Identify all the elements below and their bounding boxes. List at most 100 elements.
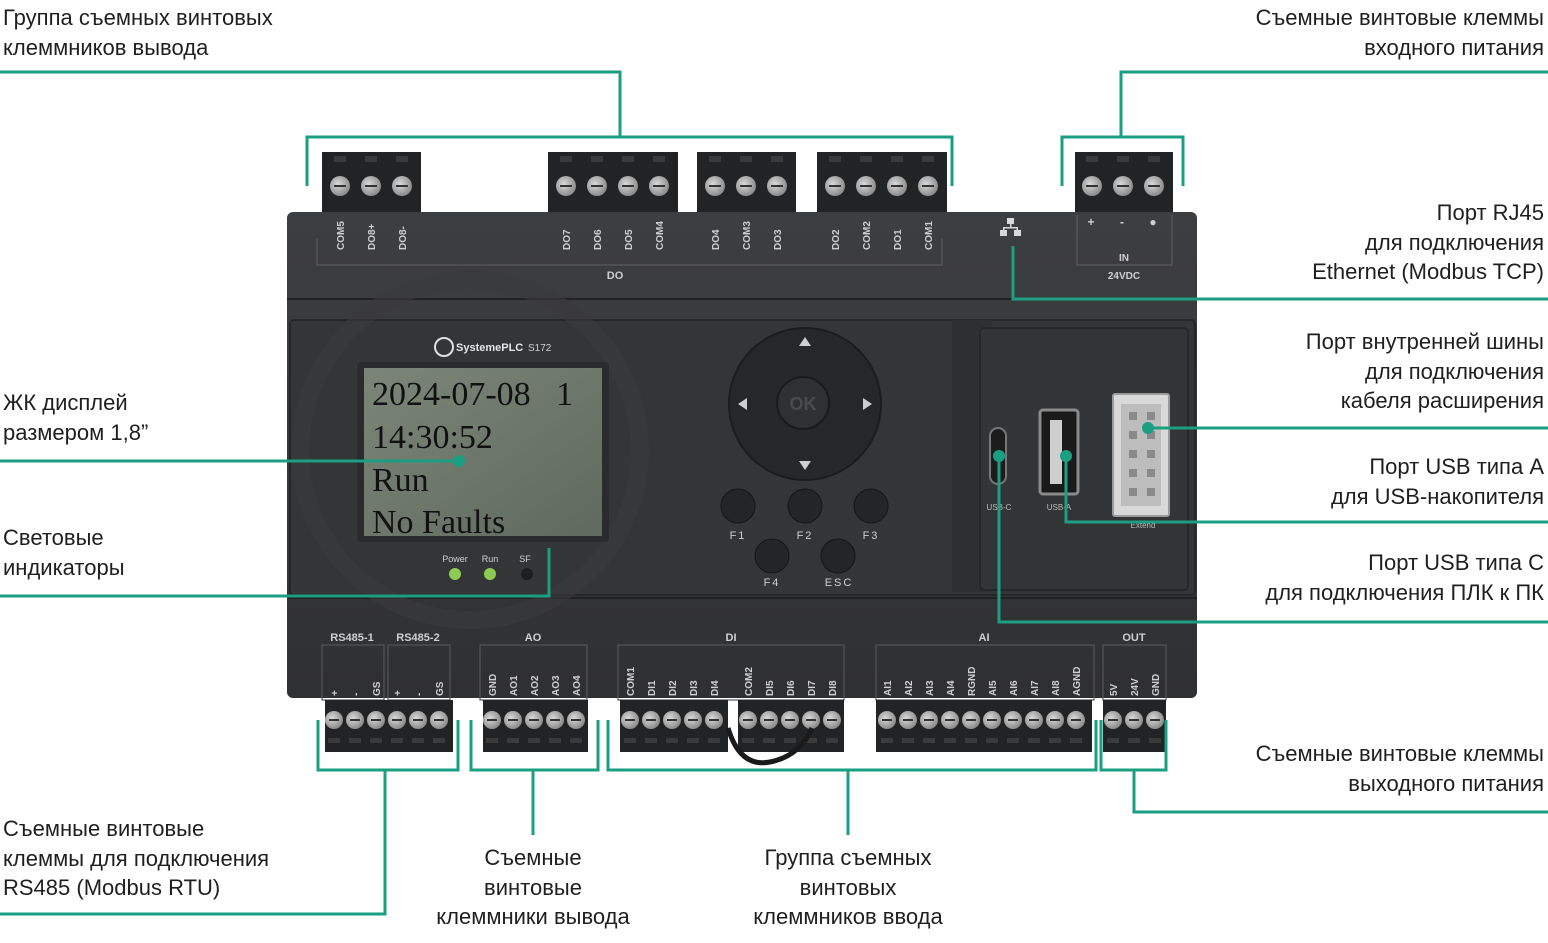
terminal-slot (891, 156, 903, 162)
callout-line: Порт RJ45 (1436, 200, 1544, 225)
terminal-slot (826, 738, 838, 743)
terminal-group-label: AI (979, 632, 990, 644)
arrow-left-icon[interactable] (738, 398, 747, 410)
terminal-label: COM1 (924, 221, 935, 250)
callout-line: клеммы для подключения (3, 845, 270, 871)
callout-di-group: Группа съемных винтовых клеммников ввода (718, 843, 978, 932)
terminal-label: COM3 (742, 221, 753, 250)
bus-pin (1147, 412, 1155, 420)
callout-power-out: Съемные винтовые клеммы выходного питани… (1256, 739, 1544, 798)
terminal-label: DO8+ (367, 223, 378, 250)
callout-line: для подключения ПЛК к ПК (1265, 579, 1544, 605)
terminal-label: AI3 (925, 680, 936, 696)
extend-label: Extend (1131, 521, 1156, 530)
terminal-label: AI8 (1051, 680, 1062, 696)
arrow-down-icon[interactable] (799, 461, 811, 470)
ok-button[interactable] (776, 376, 830, 430)
do-group-label: DO (607, 270, 624, 282)
terminal-slot (763, 738, 775, 743)
bus-pin (1129, 488, 1137, 496)
terminal-label: GS (435, 681, 446, 696)
terminal-label: AI4 (946, 680, 957, 696)
terminal-label: + (393, 690, 404, 696)
callout-line: Группа съемных (764, 845, 932, 870)
f2-button[interactable] (787, 488, 823, 524)
bus-pin (1147, 431, 1155, 439)
terminal-slot (965, 738, 977, 743)
leader-power-out (1132, 770, 1548, 814)
leader-rs485 (0, 770, 387, 916)
terminal-label: DO3 (773, 229, 784, 250)
led-sf-label: SF (519, 554, 531, 564)
terminal-slot (370, 738, 382, 743)
terminal-slot (709, 156, 721, 162)
callout-usb-c: Порт USB типа С для подключения ПЛК к ПК (1265, 548, 1544, 607)
power-sign-label: - (1120, 215, 1124, 229)
f1-button[interactable] (720, 488, 756, 524)
esc-button[interactable] (820, 538, 856, 574)
terminal-slot (687, 738, 699, 743)
bracket-rs485 (316, 720, 460, 772)
callout-line: Съемные винтовые клеммы (1255, 741, 1544, 766)
terminal-label: DI7 (807, 680, 818, 696)
terminal-slot (349, 738, 361, 743)
terminal-slot (708, 738, 720, 743)
terminal-label: AGND (1072, 667, 1083, 696)
terminal-label: - (351, 693, 362, 696)
leader-do-group (0, 70, 622, 137)
terminal-slot (570, 738, 582, 743)
callout-line: Съемные винтовые (3, 816, 205, 841)
terminal-label: DI6 (786, 680, 797, 696)
arrow-right-icon[interactable] (863, 398, 872, 410)
callout-line: для USB-накопителя (1330, 483, 1544, 509)
terminal-slot (507, 738, 519, 743)
f3-button[interactable] (853, 488, 889, 524)
leader-usb-a (1064, 456, 1548, 524)
terminal-slot (1107, 738, 1119, 743)
terminal-label: AI2 (904, 680, 915, 696)
terminal-slot (902, 738, 914, 743)
terminal-slot (365, 156, 377, 162)
terminal-slot (829, 156, 841, 162)
leader-rj45 (1011, 246, 1548, 301)
f2-label: F2 (797, 530, 814, 542)
bus-pin (1129, 431, 1137, 439)
terminal-label: DI3 (689, 680, 700, 696)
callout-lcd: ЖК дисплей размером 1,8” (3, 388, 148, 447)
terminal-label: COM2 (744, 667, 755, 696)
bus-pin (1147, 450, 1155, 458)
leader-dot (993, 450, 1005, 462)
bracket-power-in (1060, 135, 1185, 186)
terminal-group-label: RS485-2 (396, 632, 439, 644)
terminal-slot (645, 738, 657, 743)
callout-leds: Световые индикаторы (3, 523, 125, 582)
callout-line: Съемные винтовые клеммы (1255, 5, 1544, 30)
f4-button[interactable] (754, 538, 790, 574)
callout-line: клеммников вывода (3, 34, 209, 60)
terminal-label: AI1 (883, 680, 894, 696)
terminal-slot (1028, 738, 1040, 743)
led-run-label: Run (482, 554, 499, 564)
terminal-label: AO1 (509, 675, 520, 696)
terminal-slot (1086, 156, 1098, 162)
callout-rs485: Съемные винтовые клеммы для подключения … (3, 814, 269, 903)
leader-dot (1060, 450, 1072, 462)
terminal-slot (486, 738, 498, 743)
terminal-label: DO5 (624, 229, 635, 250)
bracket-power-out (1099, 720, 1168, 772)
terminal-slot (653, 156, 665, 162)
callout-line: Съемные (484, 845, 582, 870)
lcd-line-4: No Faults (372, 504, 505, 541)
terminal-slot (666, 738, 678, 743)
model-name: S172 (528, 343, 552, 354)
terminal-slot (740, 156, 752, 162)
arrow-up-icon[interactable] (799, 337, 811, 346)
terminal-slot (860, 156, 872, 162)
terminal-label: 5V (1109, 683, 1120, 696)
callout-line: клеммников ввода (753, 904, 943, 929)
terminal-frame (617, 644, 845, 701)
callout-line: Порт внутренней шины (1305, 329, 1544, 354)
lcd-screen (364, 368, 602, 536)
bus-pin (1129, 450, 1137, 458)
